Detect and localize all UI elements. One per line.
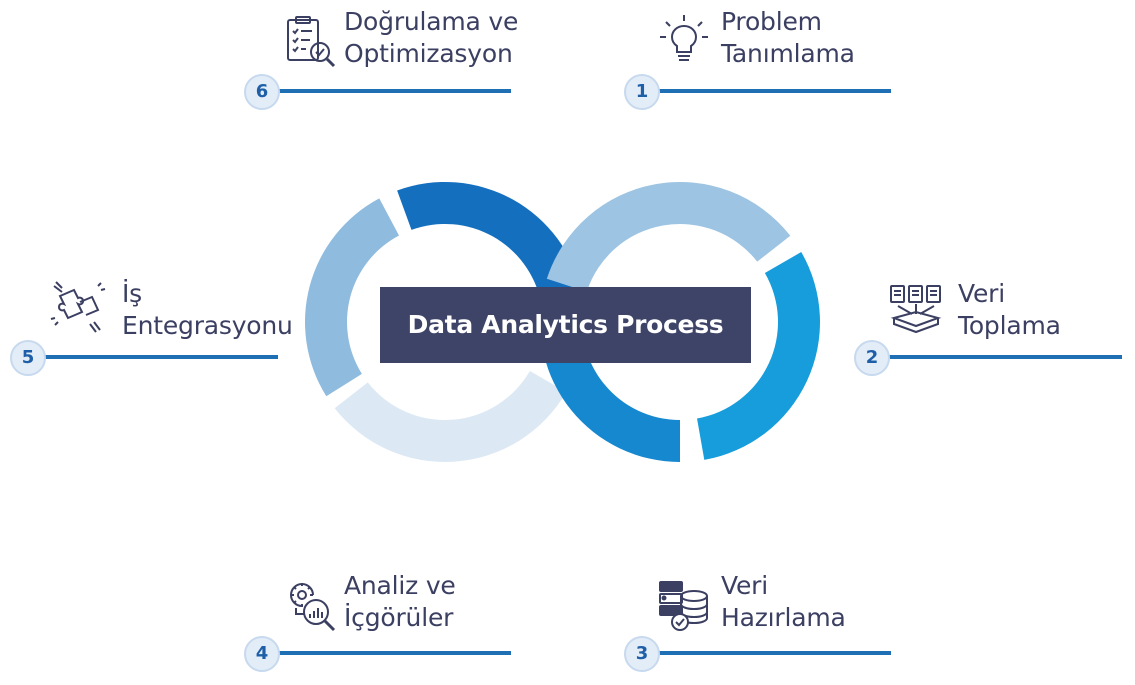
step-4-label-line1: Analiz ve bbox=[344, 571, 456, 600]
step-1-label-line1: Problem bbox=[721, 7, 822, 36]
step-1-line bbox=[658, 89, 891, 93]
step-3-label-line1: Veri bbox=[721, 571, 768, 600]
step-6-label-line2: Optimizasyon bbox=[344, 39, 513, 68]
loop-segment-left-bottom-pale bbox=[334, 371, 567, 462]
step-5-label-line1: İş bbox=[122, 279, 142, 308]
step-6-line bbox=[278, 89, 511, 93]
step-2-line bbox=[888, 355, 1122, 359]
step-6-number-badge: 6 bbox=[244, 74, 280, 110]
data-collection-icon bbox=[890, 285, 942, 334]
step-5-label-line2: Entegrasyonu bbox=[122, 311, 293, 340]
step-2-label-line1: Veri bbox=[958, 279, 1005, 308]
step-2-label-line2: Toplama bbox=[958, 311, 1061, 340]
step-2-number-badge: 2 bbox=[854, 340, 890, 376]
step-3-line bbox=[658, 651, 891, 655]
step-3-label-line2: Hazırlama bbox=[721, 603, 846, 632]
checklist-magnifier-icon bbox=[287, 16, 336, 68]
loop-segment-left-upper-light bbox=[304, 198, 399, 397]
loop-segment-right-top-light bbox=[546, 181, 791, 292]
step-6-label-line1: Doğrulama ve bbox=[344, 7, 519, 36]
analysis-magnifier-icon bbox=[289, 582, 336, 632]
loop-segment-right-side-bright bbox=[697, 252, 820, 460]
center-title: Data Analytics Process bbox=[380, 287, 751, 363]
step-4-label-line2: İçgörüler bbox=[344, 603, 454, 632]
puzzle-hands-icon bbox=[50, 281, 106, 333]
step-5-line bbox=[44, 355, 278, 359]
step-3-number-badge: 3 bbox=[624, 636, 660, 672]
step-1-label-line2: Tanımlama bbox=[721, 39, 855, 68]
step-4-line bbox=[278, 651, 511, 655]
loop-segment-left-top-dark bbox=[397, 182, 582, 302]
step-5-number-badge: 5 bbox=[10, 340, 46, 376]
lightbulb-icon bbox=[660, 15, 708, 61]
step-1-number-badge: 1 bbox=[624, 74, 660, 110]
step-4-number-badge: 4 bbox=[244, 636, 280, 672]
database-check-icon bbox=[659, 581, 708, 631]
